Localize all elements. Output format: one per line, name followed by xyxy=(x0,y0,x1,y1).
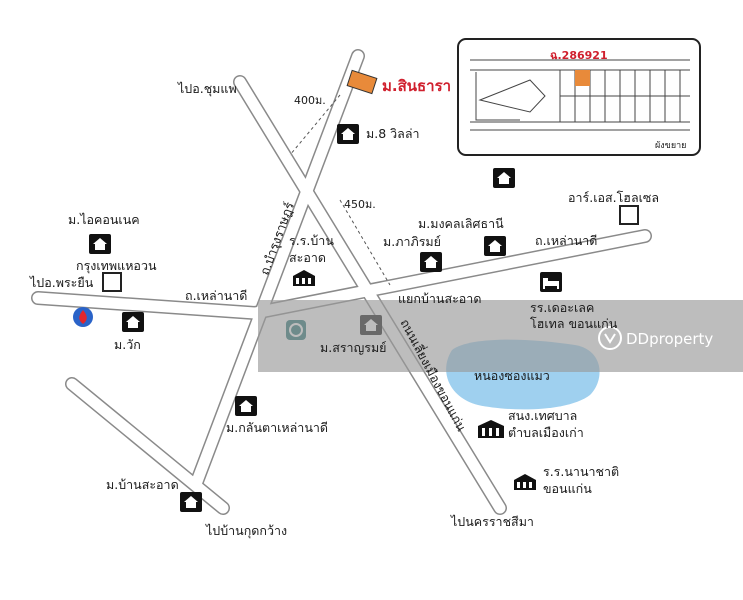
label-klanta: ม.กลันตาเหล่านาดี xyxy=(226,420,328,435)
school-icon xyxy=(293,270,315,286)
label-project[interactable]: ม.สินธารา xyxy=(382,77,451,95)
house-icon xyxy=(337,124,359,144)
label-to-chumphae: ไปอ.ชุมแพ xyxy=(177,81,237,97)
house-icon xyxy=(235,396,257,416)
shop-square-icon xyxy=(619,205,639,225)
gas-station-icon xyxy=(73,307,93,327)
label-road-lao-na-di-east: ถ.เหล่านาดี xyxy=(535,233,597,248)
ddproperty-logo-icon xyxy=(598,326,622,350)
label-yaek-ban-sa-at: แยกบ้านสะอาด xyxy=(398,291,481,306)
distance-line-450m xyxy=(339,199,391,286)
watermark-text: DDproperty xyxy=(626,330,713,348)
house-icon xyxy=(180,492,202,512)
inset-plan: ฉ.286921 ผังขยาย xyxy=(457,38,701,156)
label-distance-450: 450ม. xyxy=(344,198,376,211)
label-intl-school-2: ขอนแก่น xyxy=(543,481,592,496)
project-marker[interactable] xyxy=(346,69,378,95)
watermark-band xyxy=(258,300,743,372)
label-municipal-2: ตำบลเมืองเก่า xyxy=(508,425,584,440)
label-the-lake-1: รร.เดอะเลค xyxy=(530,300,594,315)
hotel-bed-icon xyxy=(540,272,562,292)
house-icon xyxy=(122,312,144,332)
label-village-8: ม.8 วิลล่า xyxy=(366,126,420,141)
label-the-lake-2: โฮเทล ขอนแก่น xyxy=(530,316,618,331)
label-to-kud-kwang: ไปบ้านกุดกว้าง xyxy=(205,523,287,539)
label-to-korat: ไปนครราชสีมา xyxy=(450,514,534,529)
label-mawak: ม.วัก xyxy=(114,337,141,352)
label-municipal-1: สนง.เทศบาล xyxy=(508,408,577,423)
label-road-lao-na-di-west: ถ.เหล่านาดี xyxy=(185,288,247,303)
label-school-sa-at: สะอาด xyxy=(289,250,326,265)
label-distance-400: 400ม. xyxy=(294,94,326,107)
label-icon-nek: ม.ไอคอนเนค xyxy=(68,212,140,227)
distance-line-400m xyxy=(289,94,341,156)
shop-square-icon xyxy=(102,272,122,292)
house-icon xyxy=(420,252,442,272)
inset-caption: ผังขยาย xyxy=(655,141,686,151)
label-mongkhon: ม.มงคลเลิศธานี xyxy=(418,216,504,231)
label-school-ban: ร.ร.บ้าน xyxy=(289,233,334,248)
label-saranrom: ม.สราญรมย์ xyxy=(320,340,387,355)
label-intl-school-1: ร.ร.นานาชาติ xyxy=(543,464,619,479)
house-icon xyxy=(89,234,111,254)
school-icon xyxy=(514,474,536,490)
office-building-icon xyxy=(478,420,504,438)
label-rs-hostel: อาร์.เอส.โฮลเซล xyxy=(568,190,659,205)
road-network xyxy=(31,49,652,515)
house-icon xyxy=(484,236,506,256)
label-to-phrayuen: ไปอ.พระยืน xyxy=(29,275,94,290)
inset-plot-label: ฉ.286921 xyxy=(550,49,608,62)
label-ban-sa-at: ม.บ้านสะอาด xyxy=(106,477,179,492)
label-lake: หนองซองแมว xyxy=(474,368,550,383)
house-icon xyxy=(493,168,515,188)
label-bangkok-hw: กรุงเทพแหอวน xyxy=(76,258,157,274)
inset-plot-highlight xyxy=(575,70,590,86)
label-phairom: ม.ภาภิรมย์ xyxy=(383,234,441,249)
